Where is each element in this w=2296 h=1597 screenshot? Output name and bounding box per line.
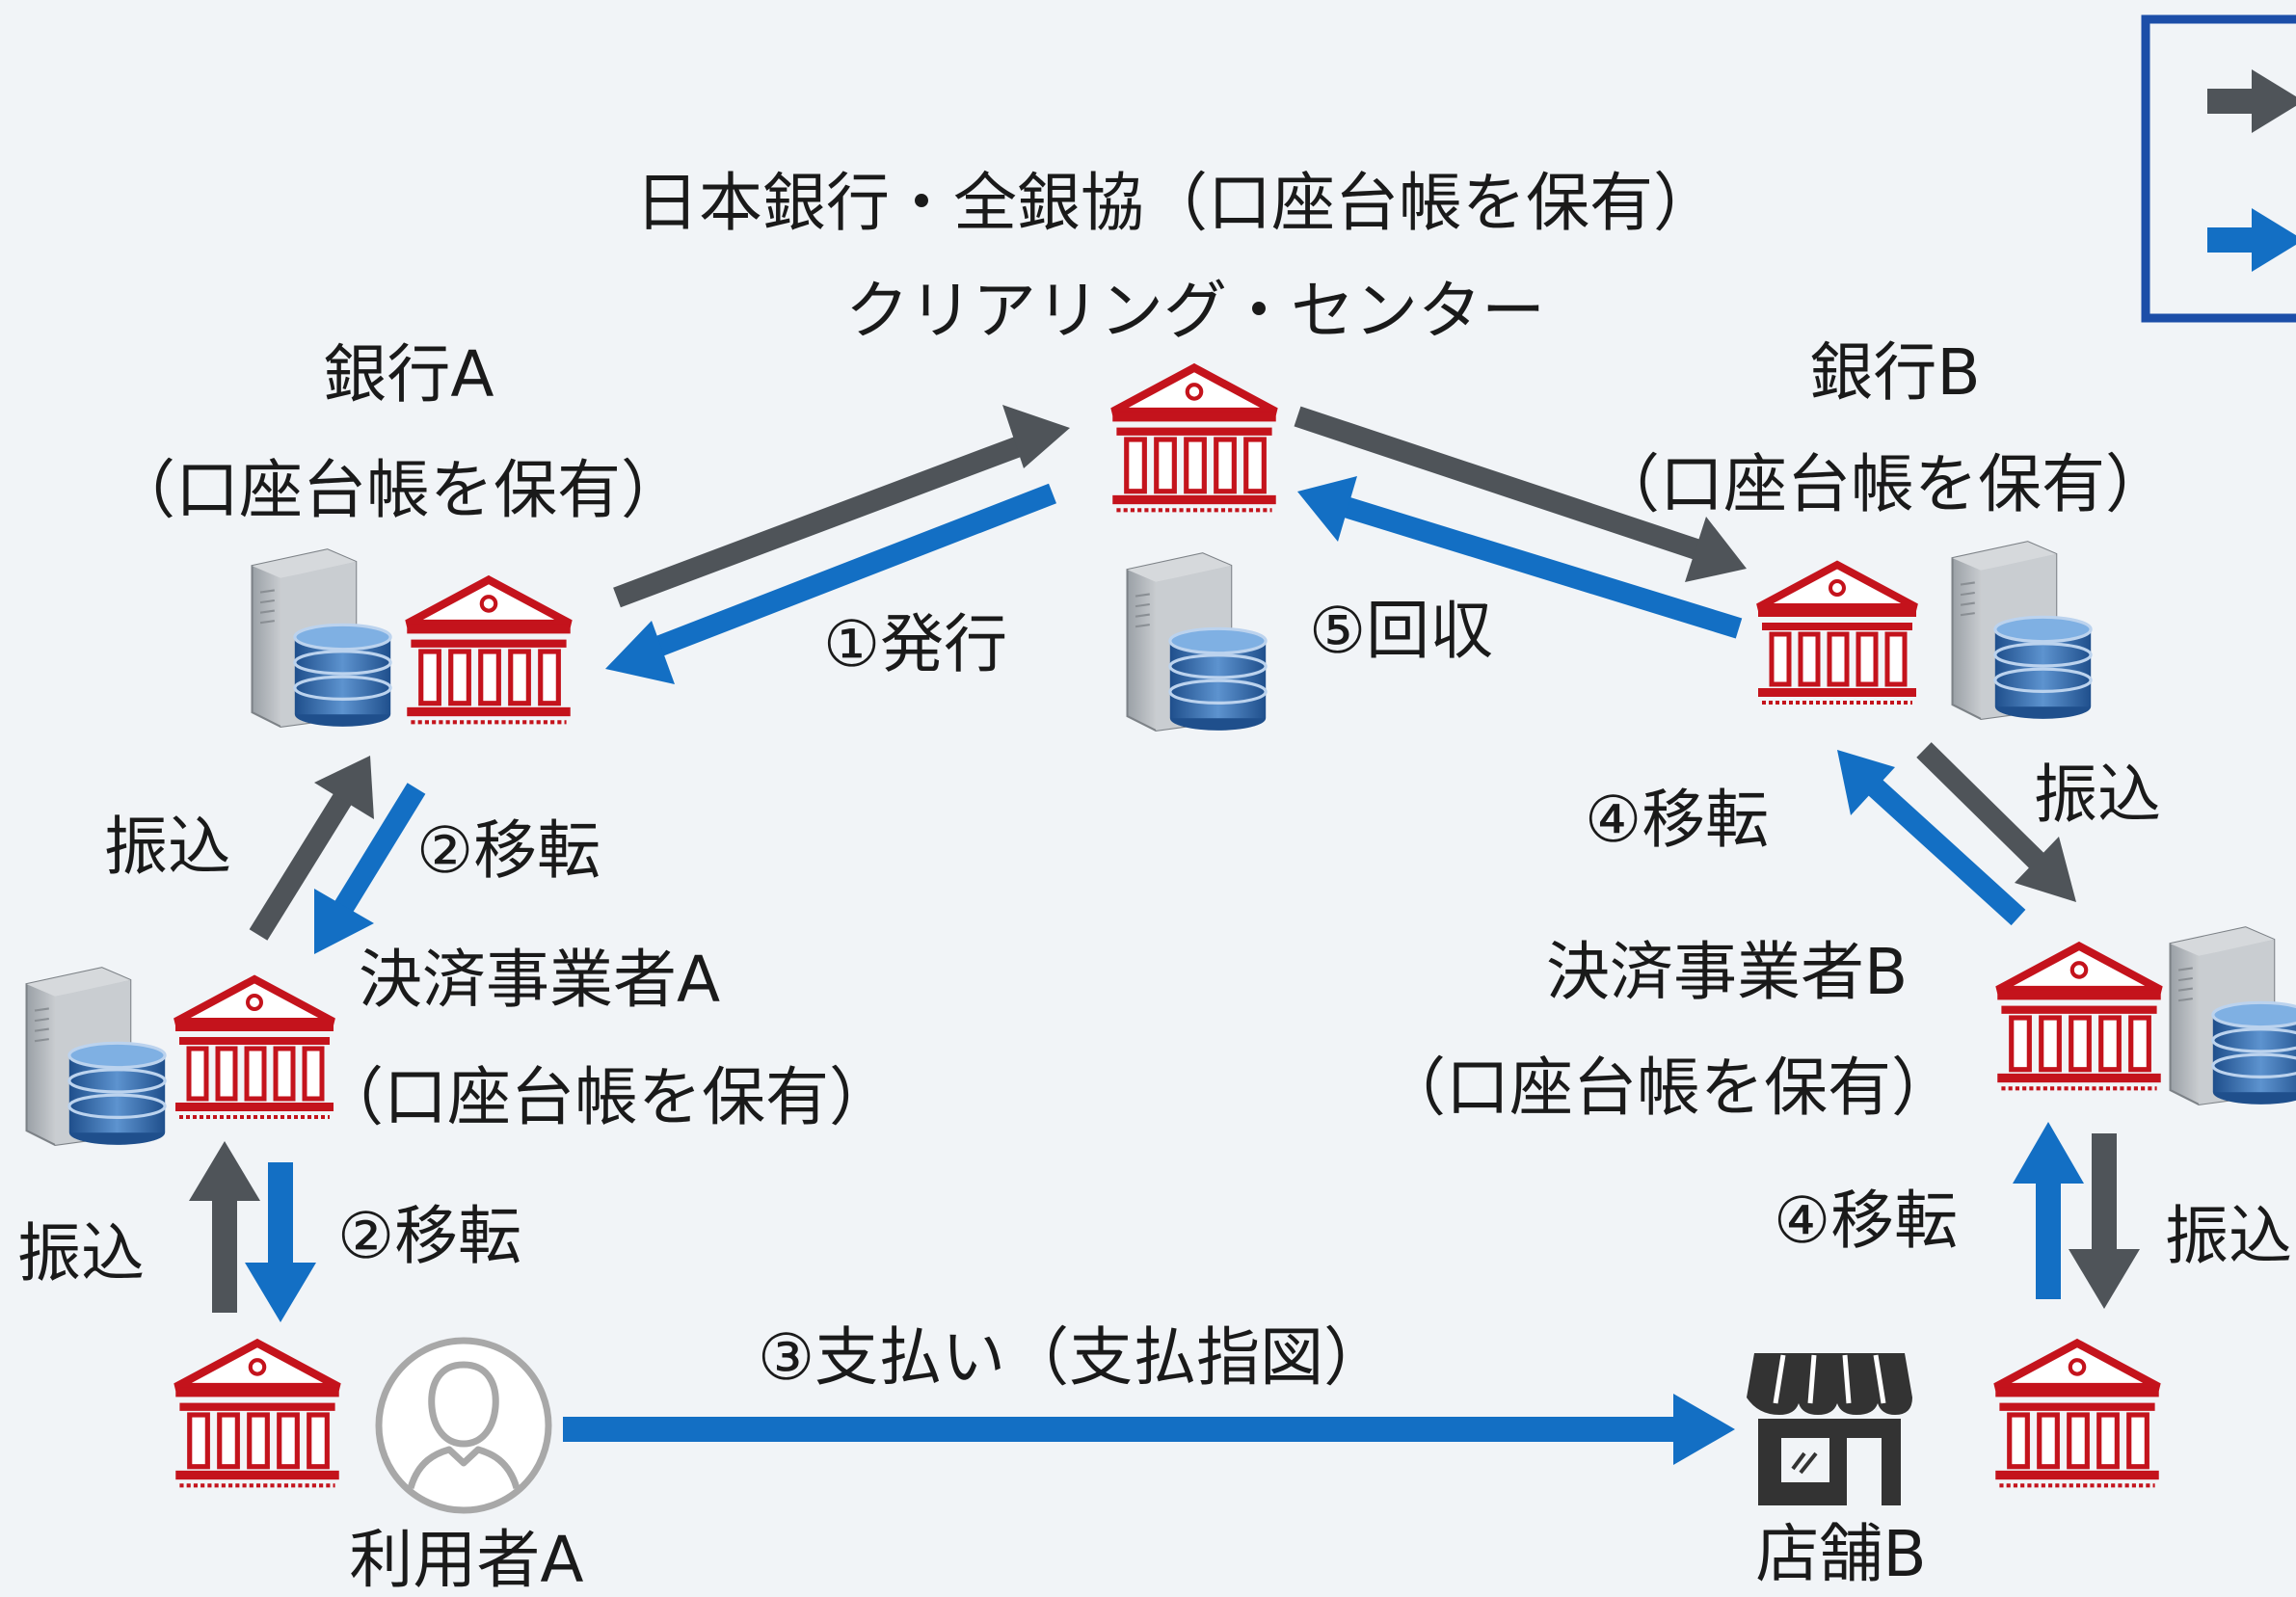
provider-b-ledger: （口座台帳を保有） — [1382, 1051, 1955, 1125]
arrow-bank-a-to-provider-a — [314, 783, 426, 954]
clearing-center-bank-icon — [1112, 368, 1275, 511]
bank-b-bank-icon — [1758, 565, 1916, 703]
user-a-bank-icon — [175, 1344, 338, 1486]
bank-a-ledger: （口座台帳を保有） — [112, 453, 684, 527]
flow-transfer-label-a-bottom: ②移転 — [337, 1199, 522, 1273]
legend-blue-arrow — [2207, 208, 2296, 272]
clearing-center-server-icon — [1125, 551, 1268, 732]
arrow-clearing-to-bank-a-issue — [605, 483, 1056, 684]
provider-a-name: 決済事業者A — [359, 943, 721, 1017]
bank-b-ledger: （口座台帳を保有） — [1596, 447, 2169, 521]
flow-transfer-label-b-bottom: ④移転 — [1774, 1184, 1959, 1258]
arrow-bank-a-to-clearing — [613, 405, 1070, 608]
arrow-store-b-to-provider-b — [2013, 1122, 2084, 1299]
flow-transfer-label-b-top: ④移転 — [1585, 783, 1770, 857]
store-b-bank-icon — [1995, 1344, 2158, 1486]
flow-payment-label: ③支払い（支払指図） — [758, 1320, 1388, 1395]
arrow-user-a-to-provider-a — [189, 1141, 260, 1313]
store-icon — [1747, 1353, 1912, 1505]
store-b-name: 店舗B — [1755, 1517, 1927, 1591]
legend-gray-arrow — [2207, 69, 2296, 133]
bank-a-name: 銀行A — [323, 337, 494, 412]
provider-b-bank-icon — [1997, 946, 2160, 1089]
arrow-provider-b-to-store-b — [2069, 1133, 2140, 1309]
clearing-center-subtitle: クリアリング・センター — [845, 274, 1545, 348]
arrow-bank-b-to-clearing-redeem — [1297, 476, 1743, 639]
clearing-center-title: 日本銀行・全銀協（口座台帳を保有） — [635, 166, 1717, 240]
arrow-bank-b-to-provider-b — [1916, 742, 2076, 902]
provider-a-bank-icon — [175, 979, 334, 1117]
provider-a-server-icon — [24, 966, 167, 1147]
flow-deposit-label-b-top: 振込 — [2034, 758, 2161, 832]
arrow-user-a-to-store-b-payment — [563, 1394, 1735, 1465]
arrow-provider-a-to-user-a — [245, 1162, 316, 1322]
bank-a-bank-icon — [407, 580, 570, 723]
flow-transfer-label-a-top: ②移転 — [416, 813, 601, 888]
provider-a-ledger: （口座台帳を保有） — [320, 1060, 893, 1134]
flow-deposit-label-a-bottom: 振込 — [17, 1216, 145, 1291]
provider-b-server-icon — [2168, 925, 2296, 1106]
arrow-provider-a-to-bank-a — [249, 756, 374, 941]
provider-b-name: 決済事業者B — [1546, 935, 1909, 1009]
legend-border — [2141, 14, 2296, 323]
flow-redeem-label: ⑤回収 — [1309, 594, 1494, 668]
flow-deposit-label-a-top: 振込 — [104, 810, 231, 884]
user-a-name: 利用者A — [349, 1523, 584, 1597]
flow-deposit-label-b-bottom: 振込 — [2165, 1199, 2292, 1273]
legend — [2141, 14, 2296, 323]
arrow-clearing-to-bank-b — [1294, 406, 1747, 582]
bank-a-server-icon — [250, 547, 392, 729]
user-icon — [379, 1341, 548, 1510]
bank-b-server-icon — [1950, 540, 2093, 721]
bank-b-name: 銀行B — [1809, 335, 1981, 410]
arrow-provider-b-to-bank-b — [1837, 750, 2026, 926]
flow-issue-label: ①発行 — [823, 607, 1008, 681]
